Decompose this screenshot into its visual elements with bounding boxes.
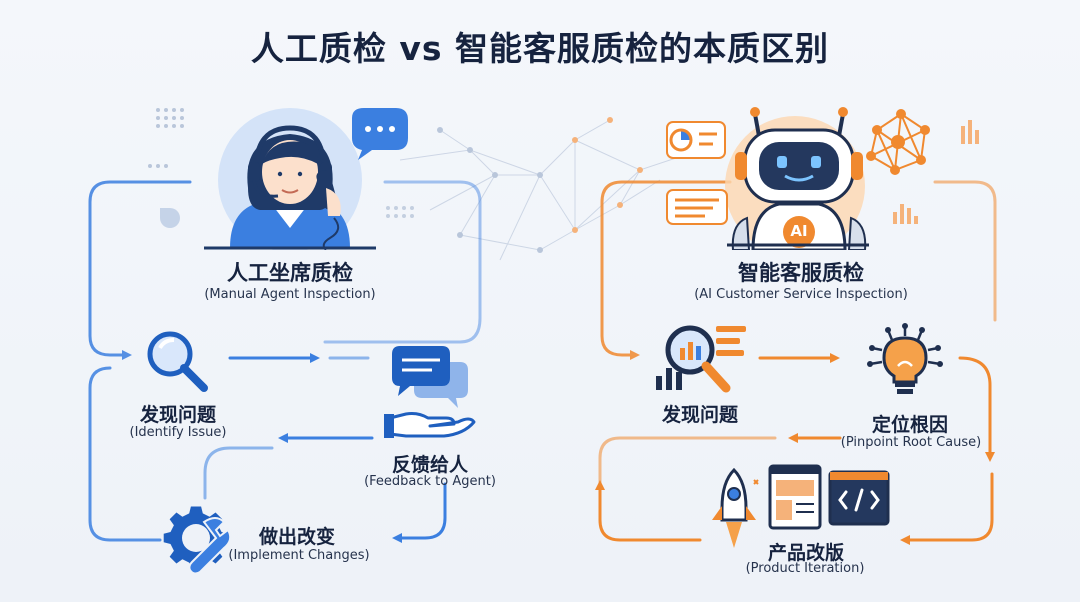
gear-wrench-icon [163, 506, 232, 575]
left-step-feedback-title: 反馈给人 [391, 454, 468, 476]
right-step-iteration-subtitle: (Product Iteration) [745, 561, 865, 576]
robot-illustration [666, 107, 979, 250]
right-step-rootcause-subtitle: (Pinpoint Root Cause) [840, 435, 982, 450]
rocket-code-icon [712, 464, 890, 548]
right-step-iteration-title: 产品改版 [767, 542, 844, 564]
left-step-implement-title: 做出改变 [258, 526, 335, 548]
analytics-magnifier-icon [656, 325, 746, 393]
page-title: 人工质检 vs 智能客服质检的本质区别 [250, 29, 830, 68]
left-header-subtitle: (Manual Agent Inspection) [204, 287, 376, 302]
magnifier-icon [147, 331, 208, 392]
agent-illustration [148, 108, 414, 250]
left-step-feedback-subtitle: (Feedback to Agent) [364, 474, 496, 489]
left-step-implement-subtitle: (Implement Changes) [228, 548, 370, 563]
chat-hand-icon [384, 346, 476, 438]
right-header-subtitle: (AI Customer Service Inspection) [694, 287, 908, 302]
lightbulb-circuit-icon [867, 323, 943, 394]
left-step-identify-subtitle: (Identify Issue) [129, 425, 227, 440]
right-step-identify-title: 发现问题 [661, 404, 738, 426]
left-header-title: 人工坐席质检 [227, 261, 353, 285]
right-header-title: 智能客服质检 [738, 261, 864, 285]
right-step-rootcause-title: 定位根因 [871, 414, 948, 436]
left-step-identify-title: 发现问题 [139, 404, 216, 426]
robot-ai-badge: AI [790, 222, 808, 240]
